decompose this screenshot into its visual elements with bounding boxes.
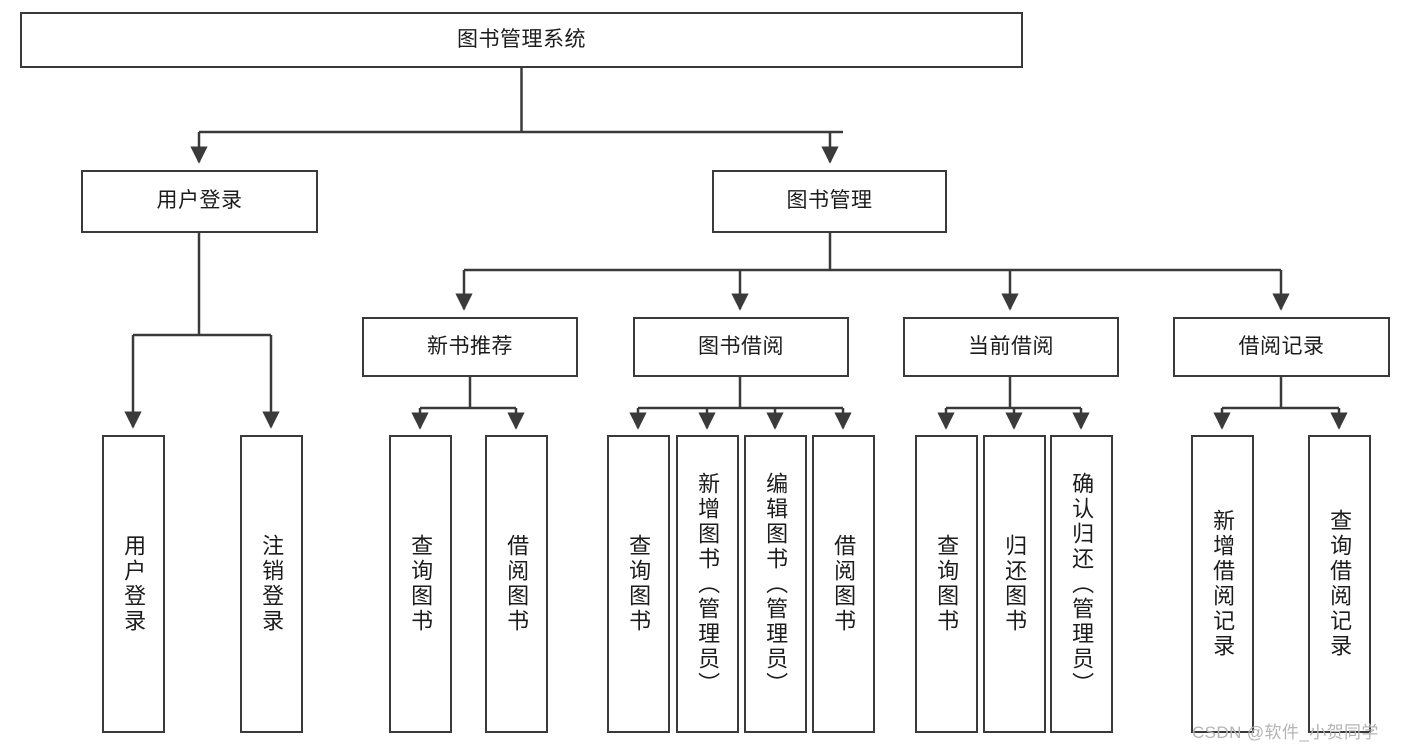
node-leaf-query-book-3-label: 查询图书	[934, 534, 960, 634]
node-leaf-query-book-1[interactable]: 查询图书	[389, 435, 452, 733]
node-root[interactable]: 图书管理系统	[20, 12, 1023, 68]
node-current-borrow[interactable]: 当前借阅	[903, 317, 1119, 377]
node-leaf-borrow-book-1-label: 借阅图书	[504, 534, 530, 634]
node-leaf-edit-book-label: 编辑图书（管理员）	[763, 471, 789, 697]
node-borrow-record[interactable]: 借阅记录	[1173, 317, 1390, 377]
node-new-book-recommend[interactable]: 新书推荐	[362, 317, 578, 377]
node-user-login[interactable]: 用户登录	[81, 170, 318, 233]
node-book-borrow-label: 图书借阅	[698, 334, 784, 358]
node-leaf-query-book-2-label: 查询图书	[626, 534, 652, 634]
node-current-borrow-label: 当前借阅	[968, 334, 1054, 358]
node-leaf-borrow-book-1[interactable]: 借阅图书	[485, 435, 548, 733]
node-leaf-borrow-book-2-label: 借阅图书	[831, 534, 857, 634]
node-borrow-record-label: 借阅记录	[1238, 334, 1325, 358]
node-leaf-query-book-2[interactable]: 查询图书	[607, 435, 670, 733]
node-user-login-label: 用户登录	[156, 189, 243, 213]
node-leaf-query-record[interactable]: 查询借阅记录	[1308, 435, 1371, 733]
node-leaf-user-login-label: 用户登录	[121, 534, 147, 634]
node-leaf-return-book[interactable]: 归还图书	[983, 435, 1046, 733]
node-leaf-confirm-return[interactable]: 确认归还（管理员）	[1050, 435, 1113, 733]
node-leaf-query-book-3[interactable]: 查询图书	[915, 435, 978, 733]
node-leaf-query-book-1-label: 查询图书	[408, 534, 434, 634]
node-leaf-user-logout-label: 注销登录	[259, 534, 285, 634]
node-leaf-add-record-label: 新增借阅记录	[1210, 509, 1236, 659]
node-leaf-borrow-book-2[interactable]: 借阅图书	[812, 435, 875, 733]
node-leaf-add-book-label: 新增图书（管理员）	[695, 471, 721, 697]
node-book-manage-label: 图书管理	[786, 189, 873, 213]
node-root-label: 图书管理系统	[457, 27, 586, 51]
node-book-borrow[interactable]: 图书借阅	[633, 317, 849, 377]
node-leaf-return-book-label: 归还图书	[1002, 534, 1028, 634]
node-leaf-add-book[interactable]: 新增图书（管理员）	[676, 435, 739, 733]
node-leaf-confirm-return-label: 确认归还（管理员）	[1069, 471, 1095, 697]
node-new-book-recommend-label: 新书推荐	[427, 334, 513, 358]
node-leaf-add-record[interactable]: 新增借阅记录	[1191, 435, 1254, 733]
node-leaf-user-login[interactable]: 用户登录	[102, 435, 165, 733]
node-leaf-edit-book[interactable]: 编辑图书（管理员）	[744, 435, 807, 733]
node-leaf-user-logout[interactable]: 注销登录	[240, 435, 303, 733]
watermark-text: CSDN @软件_小贺同学	[1192, 723, 1379, 742]
node-leaf-query-record-label: 查询借阅记录	[1327, 509, 1353, 659]
node-book-manage[interactable]: 图书管理	[712, 170, 947, 233]
